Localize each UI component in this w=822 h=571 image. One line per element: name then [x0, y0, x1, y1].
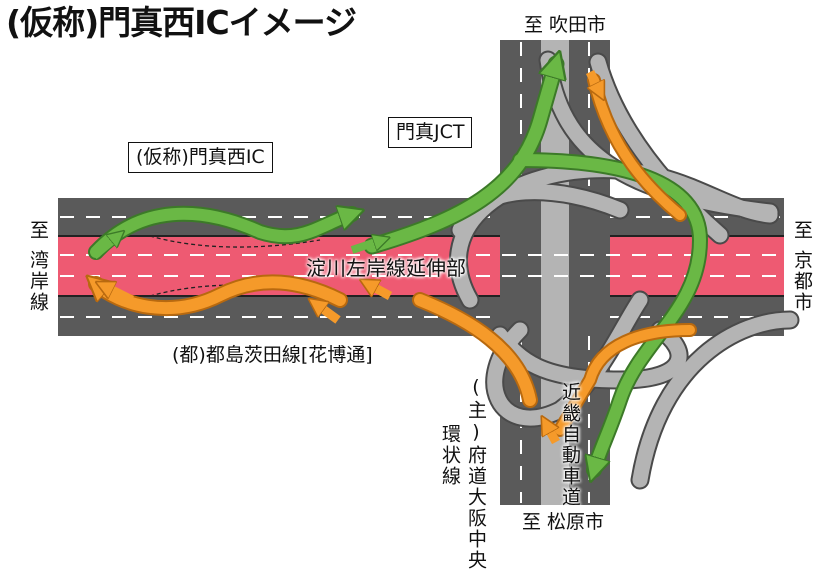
- direction-east-to: 至: [791, 220, 813, 241]
- orange-route: [414, 294, 536, 406]
- direction-west-place: 湾岸線: [27, 250, 49, 313]
- orange-route: [589, 75, 685, 220]
- ring-road-label-2: 環状線: [439, 424, 461, 487]
- direction-south: 至 松原市: [522, 511, 605, 533]
- jct-label-box: 門真JCT: [388, 117, 473, 148]
- orange-arrow-icon: [104, 69, 600, 445]
- direction-north: 至 吹田市: [524, 14, 607, 36]
- ring-road-label-1: (主)府道大阪中央: [465, 376, 487, 571]
- jct-ramp: [632, 312, 798, 488]
- page-title: (仮称)門真西ICイメージ: [6, 3, 357, 42]
- green-route: [365, 64, 556, 253]
- green-arrow-icon: [91, 236, 382, 260]
- expressway-label: 近畿自動車道: [559, 382, 581, 508]
- orange-route: [555, 325, 695, 435]
- main-road: [58, 236, 784, 296]
- interchange-map: [58, 40, 800, 505]
- ic-label-box: (仮称)門真西IC: [128, 142, 273, 173]
- green-route: [90, 214, 352, 258]
- jct-ramp: [487, 292, 648, 426]
- direction-east-place: 京都市: [791, 250, 813, 313]
- main-road-label: 淀川左岸線延伸部: [306, 256, 466, 280]
- direction-west-to: 至: [27, 220, 49, 241]
- local-road-label: (都)都島茨田線[花博通]: [172, 344, 373, 366]
